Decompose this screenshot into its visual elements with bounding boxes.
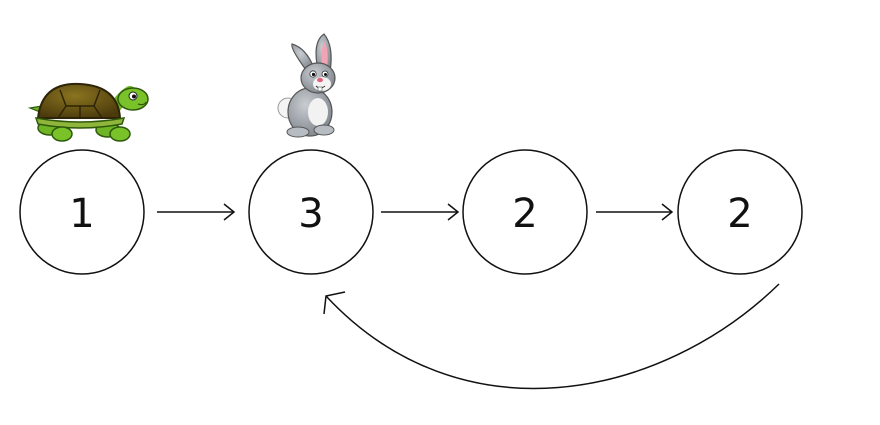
arrow <box>157 203 236 221</box>
node-value: 1 <box>69 191 94 237</box>
arrow <box>381 203 460 221</box>
list-node: 3 <box>248 149 374 275</box>
node-value: 3 <box>298 191 323 237</box>
tortoise-icon <box>27 82 149 142</box>
rabbit-icon <box>277 33 336 138</box>
list-node: 2 <box>462 149 588 275</box>
cycle-arrow <box>323 283 780 390</box>
list-node: 1 <box>19 149 145 275</box>
node-value: 2 <box>512 191 537 237</box>
node-value: 2 <box>727 191 752 237</box>
list-node: 2 <box>677 149 803 275</box>
arrow <box>596 203 674 221</box>
